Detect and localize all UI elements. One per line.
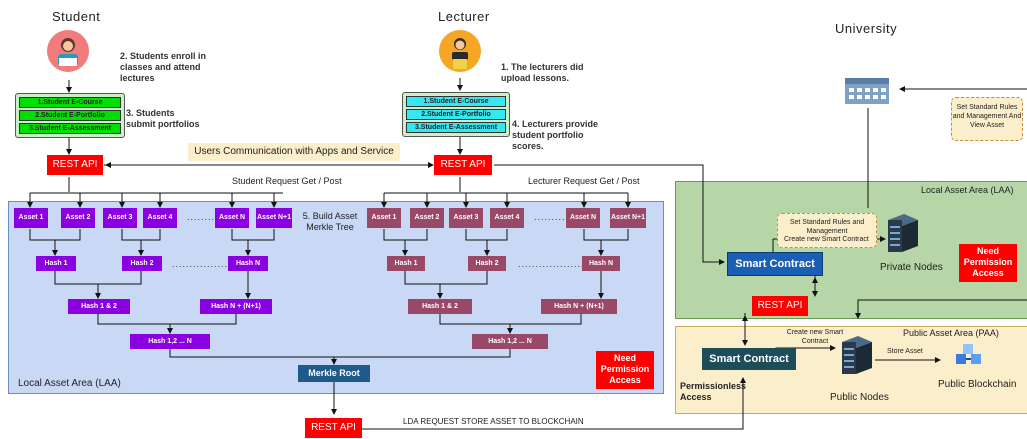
lecturer-hash-n: Hash N xyxy=(582,256,620,271)
build-tree-label: 5. Build Asset Merkle Tree xyxy=(302,211,358,232)
student-asset-n[interactable]: Asset N xyxy=(215,208,249,228)
student-note-submit: 3. Students submit portfolios xyxy=(126,108,200,129)
student-hash-12: Hash 1 & 2 xyxy=(68,299,130,314)
student-asset-ellipsis: .......... xyxy=(187,212,223,222)
lecturer-menu-eportfolio[interactable]: 2.Student E-Portfolio xyxy=(406,109,506,120)
rest-api-middle[interactable]: REST API xyxy=(752,296,808,316)
lecturer-avatar-icon xyxy=(439,30,481,72)
student-hash-2: Hash 2 xyxy=(122,256,162,271)
merkle-root: Merkle Root xyxy=(298,365,370,382)
lecturer-asset-3[interactable]: Asset 3 xyxy=(449,208,483,228)
student-hash-all: Hash 1,2 ... N xyxy=(130,334,210,349)
lecturer-hash-1: Hash 1 xyxy=(387,256,425,271)
lecturer-hash-12: Hash 1 & 2 xyxy=(408,299,472,314)
student-menu-eportfolio[interactable]: 2.Student E-Portfolio xyxy=(19,110,121,121)
laa-create-contract-label: Create new Smart Contract xyxy=(784,236,869,243)
lecturer-asset-n[interactable]: Asset N xyxy=(566,208,600,228)
lecturer-asset-ellipsis: .......... xyxy=(534,212,570,222)
laa-right-title: Local Asset Area (LAA) xyxy=(921,185,1014,195)
lecturer-request-label: Lecturer Request Get / Post xyxy=(528,176,640,186)
need-permission-private: Need Permission Access xyxy=(959,244,1017,282)
lecturer-asset-4[interactable]: Asset 4 xyxy=(490,208,524,228)
lda-request-label: LDA REQUEST STORE ASSET TO BLOCKCHAIN xyxy=(403,417,584,426)
paa-create-contract-label: Create new Smart Contract xyxy=(786,329,844,345)
student-asset-2[interactable]: Asset 2 xyxy=(61,208,95,228)
lecturer-hash-nn: Hash N + (N+1) xyxy=(541,299,617,314)
rest-api-student[interactable]: REST API xyxy=(47,155,103,175)
need-permission-student: Need Permission Access xyxy=(596,351,654,389)
private-nodes-label: Private Nodes xyxy=(880,262,943,273)
student-request-label: Student Request Get / Post xyxy=(232,176,342,186)
university-building-icon xyxy=(843,76,891,106)
laa-right-note: Set Standard Rules and Management xyxy=(777,213,877,248)
student-asset-1[interactable]: Asset 1 xyxy=(14,208,48,228)
lecturer-note-scores: 4. Lecturers provide student portfolio s… xyxy=(512,119,599,151)
student-asset-n1[interactable]: Asset N+1 xyxy=(256,208,292,228)
lecturer-asset-n1[interactable]: Asset N+1 xyxy=(610,208,646,228)
store-asset-label: Store Asset xyxy=(887,348,923,355)
public-blockchain-label: Public Blockchain xyxy=(938,379,1017,390)
student-title: Student xyxy=(52,9,101,24)
server-icon-private xyxy=(884,214,922,254)
lecturer-hash-2: Hash 2 xyxy=(468,256,506,271)
paa-title: Public Asset Area (PAA) xyxy=(903,328,999,338)
lecturer-menu-eassessment[interactable]: 3.Student E-Assessment xyxy=(406,122,506,133)
local-asset-area-label: Local Asset Area (LAA) xyxy=(18,378,121,389)
blockchain-cubes-icon xyxy=(954,342,984,370)
university-note: Set Standard Rules and Management And Vi… xyxy=(951,97,1023,141)
smart-contract-private[interactable]: Smart Contract xyxy=(727,252,823,276)
student-hash-1: Hash 1 xyxy=(36,256,76,271)
server-icon-public xyxy=(838,336,876,376)
permissionless-label: Permissionless Access xyxy=(680,381,747,402)
rest-api-bottom[interactable]: REST API xyxy=(305,418,362,438)
lecturer-menu-ecourse[interactable]: 1.Student E-Course xyxy=(406,96,506,107)
student-note-enroll: 2. Students enroll in classes and attend… xyxy=(120,51,207,83)
university-title: University xyxy=(835,21,898,36)
student-hash-nn: Hash N + (N+1) xyxy=(200,299,272,314)
student-asset-3[interactable]: Asset 3 xyxy=(103,208,137,228)
lecturer-app-menu: 1.Student E-Course 2.Student E-Portfolio… xyxy=(402,92,510,137)
lecturer-hash-ellipsis: ...................... xyxy=(518,259,596,269)
lecturer-asset-1[interactable]: Asset 1 xyxy=(367,208,401,228)
lecturer-title: Lecturer xyxy=(438,9,490,24)
rest-api-lecturer[interactable]: REST API xyxy=(434,155,492,175)
student-app-menu: 1.Student E-Course 2.Student E-Portfolio… xyxy=(15,93,125,138)
student-menu-ecourse[interactable]: 1.Student E-Course xyxy=(19,97,121,108)
public-nodes-label: Public Nodes xyxy=(830,392,889,403)
communication-label: Users Communication with Apps and Servic… xyxy=(188,143,400,161)
student-hash-ellipsis: ...................... xyxy=(172,259,250,269)
lecturer-hash-all: Hash 1,2 ... N xyxy=(472,334,548,349)
lecturer-note-upload: 1. The lecturers did upload lessons. xyxy=(501,62,584,83)
smart-contract-public[interactable]: Smart Contract xyxy=(702,348,796,370)
lecturer-asset-2[interactable]: Asset 2 xyxy=(410,208,444,228)
student-menu-eassessment[interactable]: 3.Student E-Assessment xyxy=(19,123,121,134)
student-hash-n: Hash N xyxy=(228,256,268,271)
student-asset-4[interactable]: Asset 4 xyxy=(143,208,177,228)
student-avatar-icon xyxy=(47,30,89,72)
